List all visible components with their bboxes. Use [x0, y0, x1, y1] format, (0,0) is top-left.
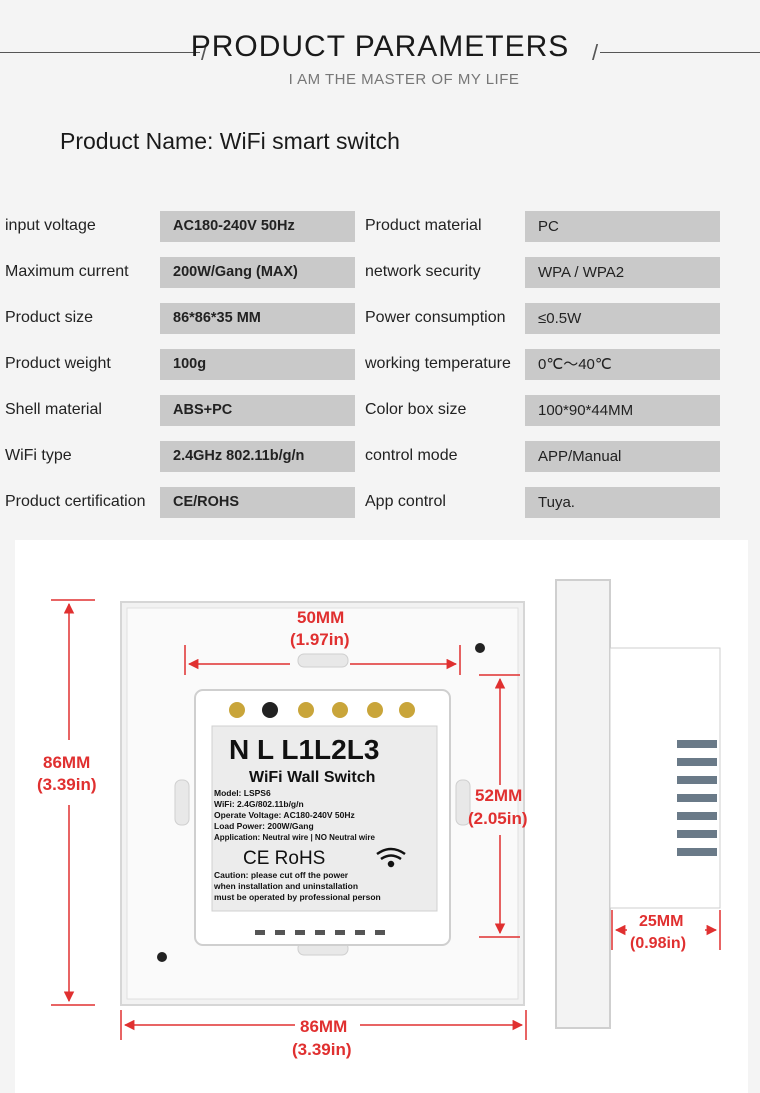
terminal-screw: [298, 702, 314, 718]
product-name: Product Name: WiFi smart switch: [60, 128, 400, 154]
page-title: PRODUCT PARAMETERS: [190, 30, 570, 63]
mount-slot: [174, 779, 190, 826]
dim-height-in: (3.39in): [37, 775, 97, 794]
label-load: Load Power: 200W/Gang: [214, 821, 314, 831]
header-rule-right: [600, 52, 760, 53]
param-row: Product size 86*86*35 MM Power consumpti…: [0, 303, 760, 335]
module-vents: [255, 930, 385, 935]
mount-slot: [455, 779, 471, 826]
param-value: 86*86*35 MM: [160, 303, 355, 334]
label-caution: must be operated by professional person: [214, 892, 381, 902]
dim-top-width: 50MM: [297, 608, 344, 627]
terminal-screw: [262, 702, 278, 718]
header-rule-left: [0, 52, 200, 53]
param-label: network security: [365, 263, 481, 280]
param-value: 2.4GHz 802.11b/g/n: [160, 441, 355, 472]
dim-bottom-width-in: (3.39in): [292, 1040, 352, 1059]
param-value: AC180-240V 50Hz: [160, 211, 355, 242]
param-label: Shell material: [5, 401, 102, 418]
diagram-svg: N L L1L2L3 WiFi Wall Switch Model: LSPS6…: [37, 579, 721, 1059]
label-wifi: WiFi: 2.4G/802.11b/g/n: [214, 799, 304, 809]
label-cert-marks: CE RoHS: [243, 848, 325, 869]
dimension-diagram: N L L1L2L3 WiFi Wall Switch Model: LSPS6…: [15, 540, 748, 1093]
label-application: Application: Neutral wire | NO Neutral w…: [214, 833, 375, 842]
dim-bottom-width: 86MM: [300, 1017, 347, 1036]
dim-depth: 25MM: [639, 913, 683, 930]
header: / PRODUCT PARAMETERS / I AM THE MASTER O…: [0, 0, 760, 100]
side-vents: [677, 740, 717, 856]
param-label: Product size: [5, 309, 94, 326]
param-row: input voltage AC180-240V 50Hz Product ma…: [0, 211, 760, 243]
side-module: [609, 647, 721, 909]
label-model: Model: LSPS6: [214, 788, 271, 798]
device-label: [211, 725, 438, 912]
param-value: CE/ROHS: [160, 487, 355, 518]
param-value: Tuya.: [525, 487, 720, 518]
param-value: WPA / WPA2: [525, 257, 720, 288]
param-label: App control: [365, 493, 446, 510]
page-subtitle: I AM THE MASTER OF MY LIFE: [288, 71, 520, 88]
header-slash-right: /: [592, 40, 599, 65]
label-voltage: Operate Voltage: AC180-240V 50Hz: [214, 810, 355, 820]
param-label: control mode: [365, 447, 458, 464]
param-value: ABS+PC: [160, 395, 355, 426]
screw-hole: [157, 952, 167, 962]
terminal-screw: [399, 702, 415, 718]
terminal-row: [229, 702, 415, 718]
dim-top-width-in: (1.97in): [290, 630, 350, 649]
screw-hole: [475, 643, 485, 653]
param-row: Shell material ABS+PC Color box size 100…: [0, 395, 760, 427]
label-caution: Caution: please cut off the power: [214, 870, 349, 880]
terminal-letters: N L L1L2L3: [229, 734, 379, 765]
param-label: Color box size: [365, 401, 467, 418]
terminal-screw: [332, 702, 348, 718]
param-row: Product weight 100g working temperature …: [0, 349, 760, 381]
param-value: 0℃～40℃: [525, 349, 720, 380]
param-value: 200W/Gang (MAX): [160, 257, 355, 288]
label-title: WiFi Wall Switch: [249, 769, 375, 786]
param-value: PC: [525, 211, 720, 242]
dim-inner-height: 52MM: [475, 786, 522, 805]
header-slash-left: /: [201, 40, 208, 65]
param-value: APP/Manual: [525, 441, 720, 472]
dim-inner-height-in: (2.05in): [468, 809, 528, 828]
param-label: working temperature: [365, 355, 511, 372]
label-caution: when installation and uninstallation: [213, 881, 358, 891]
param-label: Product certification: [5, 493, 146, 510]
dim-height: 86MM: [43, 753, 90, 772]
dim-depth-in: (0.98in): [630, 935, 686, 952]
param-label: Product weight: [5, 355, 111, 372]
param-row: Product certification CE/ROHS App contro…: [0, 487, 760, 519]
param-label: Maximum current: [5, 263, 129, 280]
wifi-icon: [376, 847, 406, 868]
mount-slot: [297, 653, 349, 668]
terminal-screw: [367, 702, 383, 718]
param-label: WiFi type: [5, 447, 72, 464]
param-label: Power consumption: [365, 309, 506, 326]
param-label: input voltage: [5, 217, 96, 234]
param-row: Maximum current 200W/Gang (MAX) network …: [0, 257, 760, 289]
param-value: 100g: [160, 349, 355, 380]
dimension-lines: [51, 599, 721, 1040]
param-row: WiFi type 2.4GHz 802.11b/g/n control mod…: [0, 441, 760, 473]
param-label: Product material: [365, 217, 482, 234]
terminal-screw: [229, 702, 245, 718]
param-value: 100*90*44MM: [525, 395, 720, 426]
param-value: ≤0.5W: [525, 303, 720, 334]
side-plate: [555, 579, 611, 1029]
